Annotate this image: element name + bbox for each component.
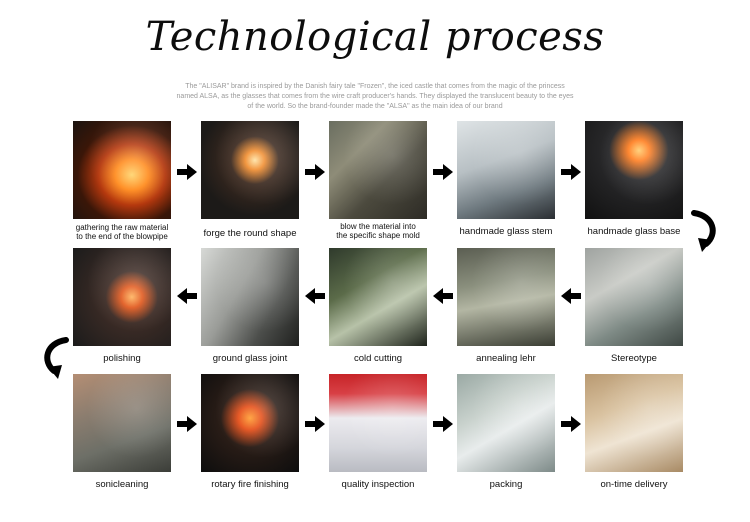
- curved-arrow-icon: [44, 337, 69, 379]
- step-caption: sonicleaning: [95, 479, 149, 490]
- step-photo: [329, 248, 427, 346]
- step-caption: handmade glass stem: [459, 226, 553, 237]
- step-photo: [201, 248, 299, 346]
- step-photo: [457, 374, 555, 472]
- step-photo: [585, 374, 683, 472]
- step-photo: [457, 248, 555, 346]
- step-photo: [585, 121, 683, 219]
- step-caption: cold cutting: [353, 353, 403, 364]
- step-photo: [457, 121, 555, 219]
- step-caption: ground glass joint: [212, 353, 288, 364]
- arrow-right-icon: [561, 416, 581, 432]
- step-caption: packing: [489, 479, 523, 490]
- arrow-right-icon: [433, 164, 453, 180]
- intro-line: The "ALISAR" brand is inspired by the Da…: [185, 83, 565, 90]
- intro-line: named ALSA, as the glasses that comes fr…: [176, 93, 574, 100]
- process-step: Stereotype: [585, 248, 683, 364]
- arrow-right-icon: [305, 416, 325, 432]
- arrow-right-icon: [433, 416, 453, 432]
- process-step: handmade glass stem: [457, 121, 555, 237]
- process-step: polishing: [73, 248, 171, 364]
- arrow-left-icon: [561, 288, 581, 304]
- arrow-left-icon: [305, 288, 325, 304]
- process-step: annealing lehr: [457, 248, 555, 364]
- page-title: Technological process: [145, 14, 605, 60]
- step-caption: gathering the raw material to the end of…: [75, 223, 169, 241]
- arrow-right-icon: [561, 164, 581, 180]
- step-caption: Stereotype: [611, 353, 657, 364]
- process-step: ground glass joint: [201, 248, 299, 364]
- arrow-left-icon: [177, 288, 197, 304]
- step-photo: [329, 121, 427, 219]
- step-caption: rotary fire finishing: [211, 479, 289, 490]
- process-step: packing: [457, 374, 555, 490]
- step-caption: blow the material into the specific shap…: [336, 222, 420, 240]
- process-step: on-time delivery: [585, 374, 683, 490]
- step-photo: [329, 374, 427, 472]
- intro-line: of the world. So the brand-founder made …: [247, 103, 503, 110]
- step-caption: annealing lehr: [476, 353, 536, 364]
- step-photo: [73, 374, 171, 472]
- arrow-right-icon: [305, 164, 325, 180]
- step-photo: [201, 374, 299, 472]
- step-caption: on-time delivery: [600, 479, 668, 490]
- process-step: blow the material into the specific shap…: [329, 121, 427, 240]
- step-caption: forge the round shape: [203, 228, 297, 239]
- process-step: forge the round shape: [201, 121, 299, 239]
- process-step: quality inspection: [329, 374, 427, 490]
- arrow-right-icon: [177, 416, 197, 432]
- arrow-right-icon: [177, 164, 197, 180]
- process-step: sonicleaning: [73, 374, 171, 490]
- arrow-left-icon: [433, 288, 453, 304]
- process-step: cold cutting: [329, 248, 427, 364]
- step-caption: handmade glass base: [587, 226, 681, 237]
- process-step: handmade glass base: [585, 121, 683, 237]
- brand-intro: The "ALISAR" brand is inspired by the Da…: [150, 82, 600, 112]
- process-step: gathering the raw material to the end of…: [73, 121, 171, 241]
- step-photo: [73, 121, 171, 219]
- step-photo: [201, 121, 299, 219]
- curved-arrow-icon: [691, 210, 716, 252]
- process-step: rotary fire finishing: [201, 374, 299, 490]
- step-caption: quality inspection: [341, 479, 415, 490]
- step-photo: [73, 248, 171, 346]
- step-photo: [585, 248, 683, 346]
- step-caption: polishing: [103, 353, 141, 364]
